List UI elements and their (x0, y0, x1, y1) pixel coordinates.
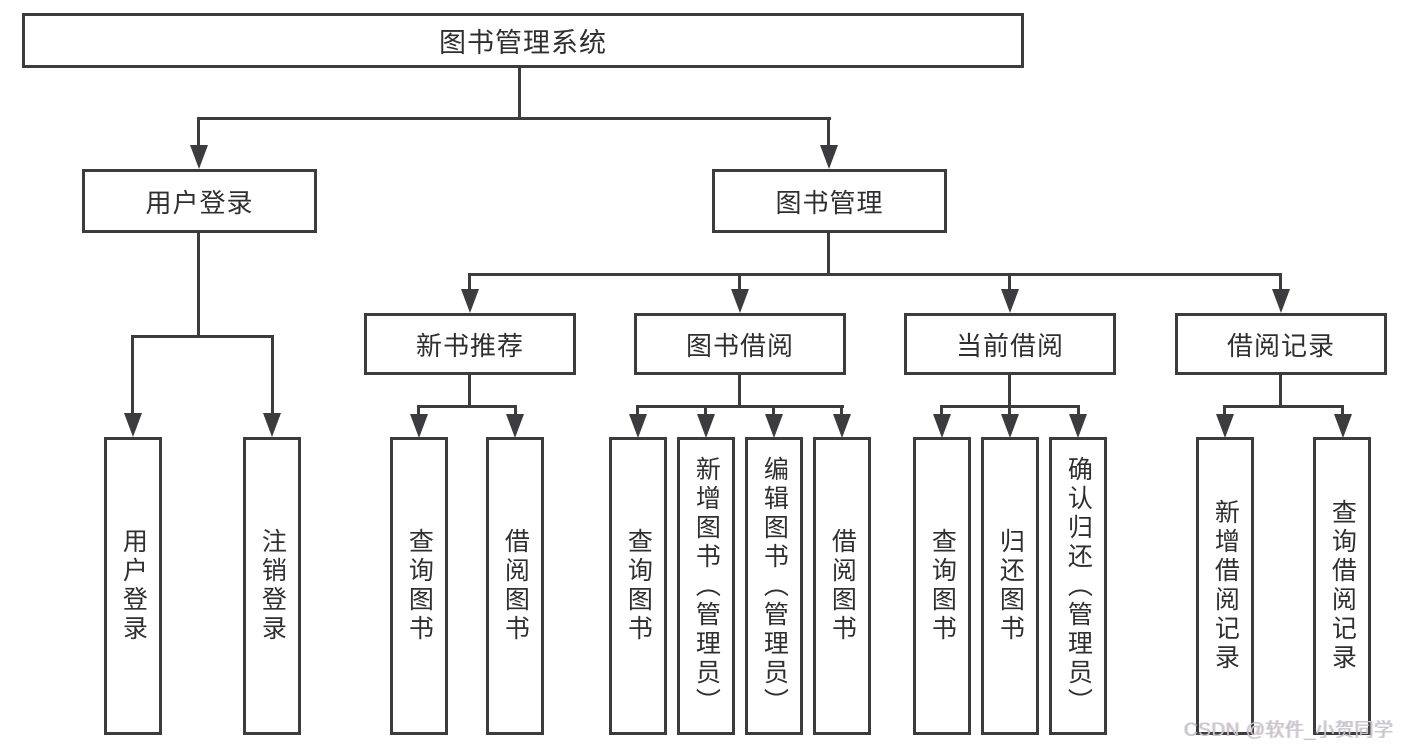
node-borrow-record-label: 借阅记录 (1226, 330, 1335, 361)
leaf-user-login-label: 用户登录 (119, 528, 148, 644)
leaf-query-book-recommend: 查询图书 (390, 437, 448, 735)
connector-line (1008, 375, 1011, 406)
leaf-query-book-current-label: 查询图书 (928, 528, 957, 644)
connector-line (827, 233, 830, 276)
leaf-query-book-borrow: 查询图书 (609, 437, 667, 735)
leaf-borrow-book-recommend-label: 借阅图书 (501, 528, 530, 644)
connector-line (840, 405, 843, 415)
connector-line (131, 335, 274, 338)
leaf-borrow-book-label: 借阅图书 (828, 528, 857, 644)
node-new-book-recommend-label: 新书推荐 (415, 330, 524, 361)
leaf-borrow-book-recommend: 借阅图书 (486, 437, 544, 735)
arrow-down-icon (1001, 414, 1019, 438)
arrow-down-icon (506, 414, 524, 438)
leaf-return-book-label: 归还图书 (996, 528, 1025, 644)
connector-line (1008, 405, 1011, 415)
connector-line (417, 405, 517, 408)
connector-line (518, 68, 521, 117)
arrow-down-icon (1216, 414, 1234, 438)
arrow-down-icon (820, 145, 838, 169)
arrow-down-icon (765, 414, 783, 438)
leaf-query-book-borrow-label: 查询图书 (624, 528, 653, 644)
arrow-down-icon (263, 413, 281, 437)
node-root: 图书管理系统 (22, 13, 1024, 68)
node-current-borrow: 当前借阅 (904, 313, 1116, 375)
arrow-down-icon (629, 414, 647, 438)
csdn-watermark: CSDN @软件_小贺同学 (1184, 720, 1394, 741)
node-current-borrow-label: 当前借阅 (955, 330, 1064, 361)
leaf-logout: 注销登录 (243, 437, 301, 735)
arrow-down-icon (933, 414, 951, 438)
arrow-down-icon (1001, 289, 1019, 313)
arrow-down-icon (124, 413, 142, 437)
leaf-add-borrow-record-label: 新增借阅记录 (1211, 499, 1240, 673)
connector-line (738, 273, 741, 292)
connector-line (1279, 375, 1282, 406)
connector-line (704, 405, 707, 415)
leaf-confirm-return-admin-label: 确认归还（管理员） (1064, 455, 1093, 717)
leaf-add-book-admin-label: 新增图书（管理员） (692, 455, 721, 717)
connector-line (636, 405, 639, 415)
arrow-down-icon (833, 414, 851, 438)
leaf-query-book-current: 查询图书 (913, 437, 971, 735)
connector-line (468, 375, 471, 406)
arrow-down-icon (1334, 414, 1352, 438)
connector-line (827, 117, 830, 146)
leaf-return-book: 归还图书 (981, 437, 1039, 735)
node-book-borrow-label: 图书借阅 (685, 330, 794, 361)
connector-line (131, 335, 134, 414)
node-book-management-label: 图书管理 (775, 187, 884, 218)
leaf-borrow-book: 借阅图书 (813, 437, 871, 735)
connector-line (772, 405, 775, 415)
connector-line (468, 273, 471, 292)
connector-line (1279, 273, 1282, 292)
leaf-edit-book-admin-label: 编辑图书（管理员） (760, 455, 789, 717)
connector-line (197, 233, 200, 337)
connector-line (940, 405, 943, 415)
node-borrow-record: 借阅记录 (1175, 313, 1387, 375)
arrow-down-icon (461, 289, 479, 313)
leaf-query-borrow-record: 查询借阅记录 (1313, 437, 1371, 735)
node-book-borrow: 图书借阅 (634, 313, 846, 375)
connector-line (271, 335, 274, 414)
leaf-query-book-recommend-label: 查询图书 (405, 528, 434, 644)
leaf-confirm-return-admin: 确认归还（管理员） (1049, 437, 1107, 735)
connector-line (636, 405, 844, 408)
arrow-down-icon (1272, 289, 1290, 313)
leaf-add-borrow-record: 新增借阅记录 (1196, 437, 1254, 735)
connector-line (738, 375, 741, 406)
arrow-down-icon (1069, 414, 1087, 438)
node-user-login: 用户登录 (82, 169, 317, 233)
arrow-down-icon (410, 414, 428, 438)
arrow-down-icon (190, 145, 208, 169)
leaf-logout-label: 注销登录 (258, 528, 287, 644)
leaf-query-borrow-record-label: 查询借阅记录 (1328, 499, 1357, 673)
connector-line (1223, 405, 1344, 408)
connector-line (1223, 405, 1226, 415)
connector-line (1077, 405, 1080, 415)
connector-line (197, 117, 200, 146)
connector-line (468, 273, 1282, 276)
leaf-edit-book-admin: 编辑图书（管理员） (745, 437, 803, 735)
connector-line (514, 405, 517, 415)
node-new-book-recommend: 新书推荐 (364, 313, 576, 375)
connector-line (198, 117, 831, 120)
arrow-down-icon (697, 414, 715, 438)
node-book-management: 图书管理 (712, 169, 947, 233)
node-root-label: 图书管理系统 (439, 28, 607, 58)
leaf-user-login: 用户登录 (104, 437, 162, 735)
connector-line (1341, 405, 1344, 415)
connector-line (417, 405, 420, 415)
connector-line (1008, 273, 1011, 292)
arrow-down-icon (731, 289, 749, 313)
node-user-login-label: 用户登录 (145, 187, 254, 218)
leaf-add-book-admin: 新增图书（管理员） (677, 437, 735, 735)
